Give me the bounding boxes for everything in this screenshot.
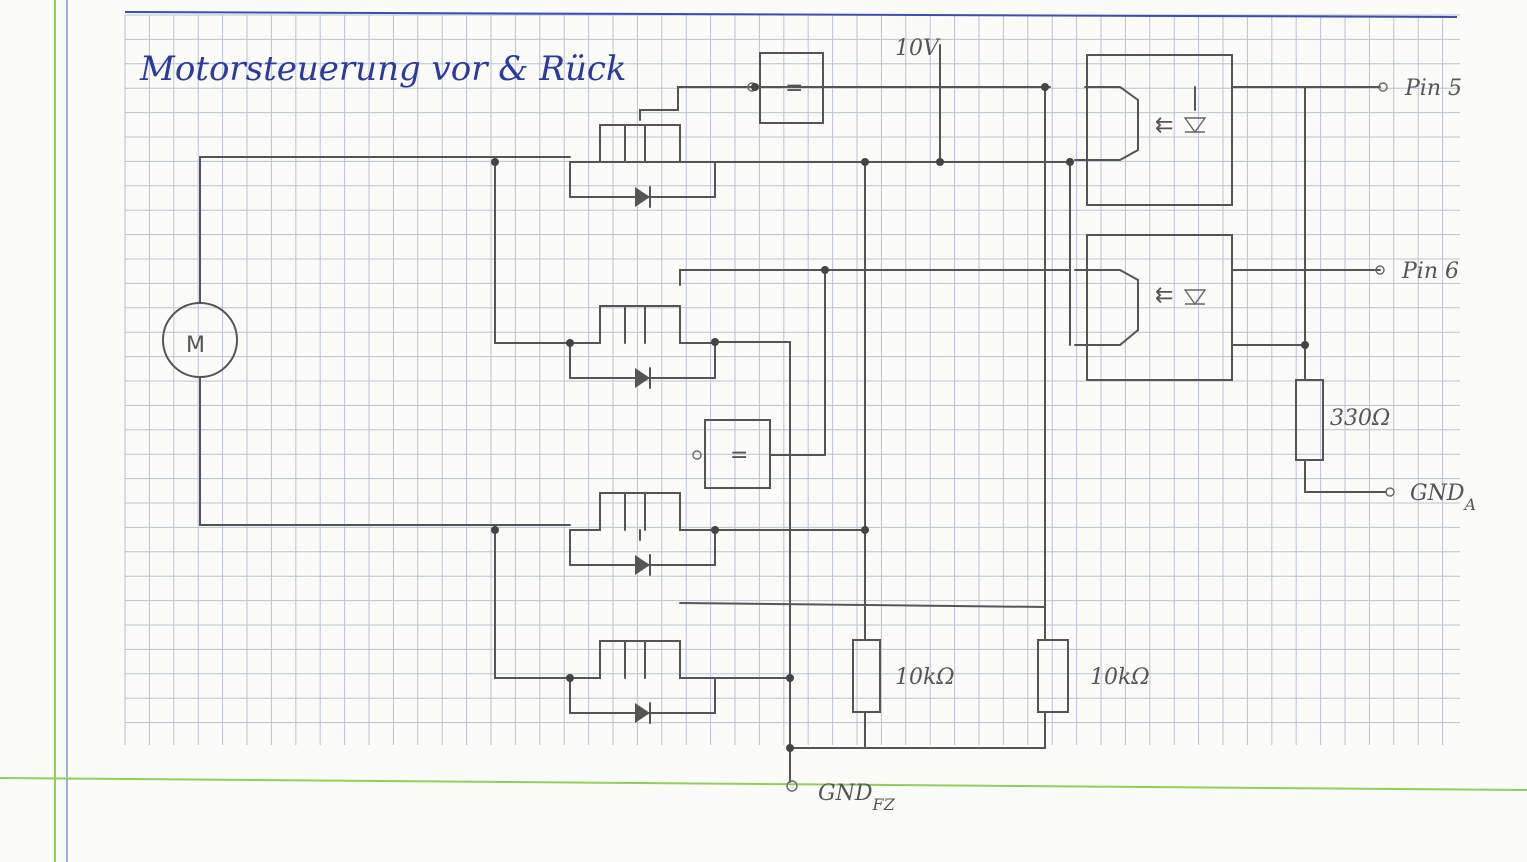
- mosfet-group: [569, 124, 716, 724]
- junction-dot: [821, 266, 829, 274]
- svg-text:⇇: ⇇: [1155, 113, 1173, 138]
- converter-top: =: [747, 52, 824, 124]
- resistor-10k-left: [852, 639, 881, 713]
- gnd-fz-terminal: [786, 780, 798, 792]
- supply-label: 10V: [895, 36, 941, 61]
- diagram-title: Motorsteuerung vor & Rück: [139, 49, 627, 89]
- motor-wiring: [199, 156, 496, 526]
- junction-dot: [491, 158, 499, 166]
- gnd-fz-subscript: FZ: [871, 795, 895, 814]
- mosfet-q1: [569, 124, 716, 208]
- converter-bottom-symbol: =: [730, 443, 748, 468]
- converter-top-symbol: =: [785, 76, 803, 101]
- junction-dot: [566, 339, 574, 347]
- mosfet-q2: [569, 305, 716, 389]
- pin6-terminal: [1375, 265, 1385, 275]
- junction-dot: [751, 83, 759, 91]
- mosfet-q4: [569, 640, 716, 724]
- junction-dot: [1301, 341, 1309, 349]
- title-underline: [124, 11, 1458, 18]
- motor-label: M: [186, 333, 205, 358]
- gnd-fz-label: GNDFZ: [818, 781, 896, 814]
- gnd-a-terminal: [1385, 487, 1395, 497]
- resistor-10k-right-label: 10kΩ: [1090, 665, 1150, 690]
- pin-wiring: [1231, 86, 1387, 493]
- pin5-label: Pin 5: [1404, 76, 1462, 101]
- resistor-330-label: 330Ω: [1330, 406, 1390, 431]
- optocoupler-top: ⇇: [1074, 54, 1233, 206]
- resistor-330: [1295, 379, 1324, 461]
- h-bridge-wiring: [494, 44, 1071, 783]
- junction-dot: [936, 158, 944, 166]
- resistor-10k-right: [1037, 639, 1069, 713]
- junction-dot: [786, 744, 794, 752]
- junction-dot: [711, 526, 719, 534]
- junction-dots: [491, 83, 1309, 752]
- junction-dot: [1066, 158, 1074, 166]
- pin6-label: Pin 6: [1401, 259, 1459, 284]
- junction-dot: [786, 674, 794, 682]
- gnd-a-label: GNDA: [1410, 481, 1476, 514]
- gnd-a-subscript: A: [1462, 495, 1476, 514]
- junction-dot: [861, 158, 869, 166]
- junction-dot: [861, 526, 869, 534]
- resistor-10k-left-label: 10kΩ: [895, 665, 955, 690]
- pin5-terminal: [1378, 82, 1388, 92]
- junction-dot: [711, 338, 719, 346]
- graph-paper-grid: [124, 14, 1460, 745]
- junction-dot: [566, 674, 574, 682]
- converter-bottom: =: [692, 419, 771, 489]
- margin-line-green-horizontal: [0, 777, 1527, 791]
- junction-dot: [1041, 83, 1049, 91]
- junction-dot: [491, 526, 499, 534]
- mosfet-q3: [569, 492, 716, 576]
- svg-text:⇇: ⇇: [1155, 283, 1173, 308]
